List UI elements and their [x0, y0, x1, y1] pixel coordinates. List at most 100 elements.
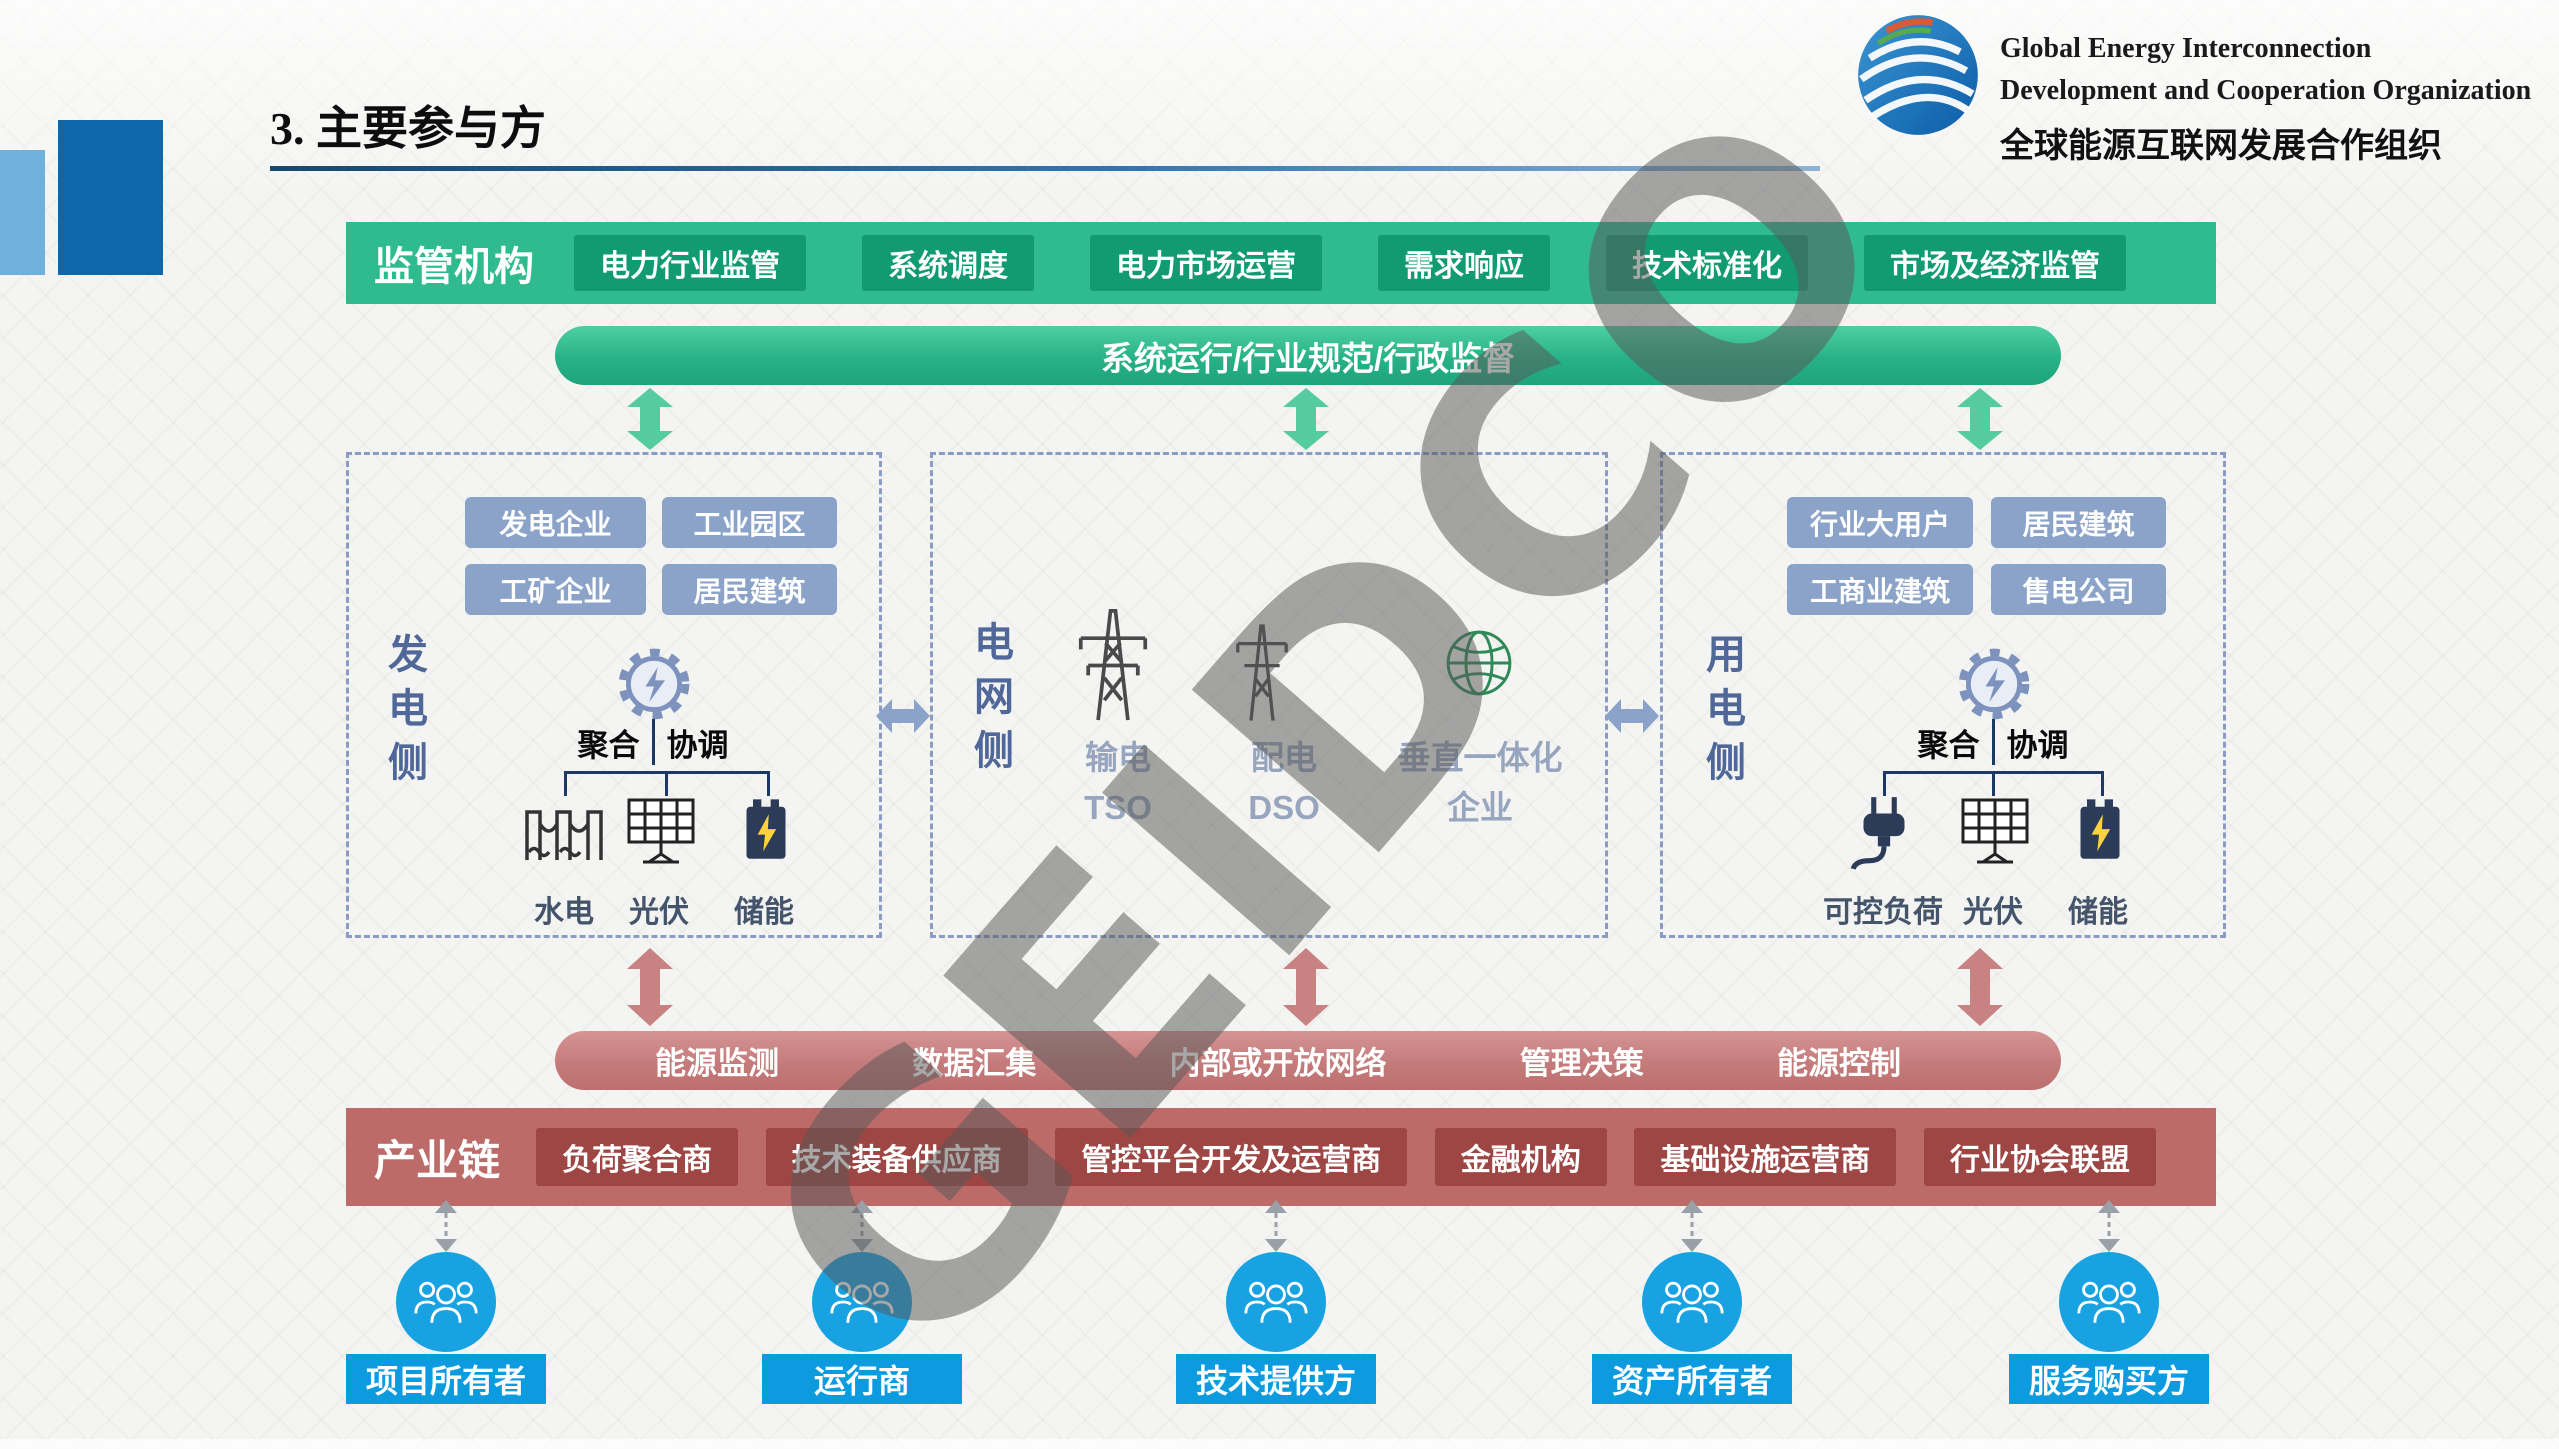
entity-box: 发电企业	[465, 497, 646, 548]
stakeholder-label: 技术提供方	[1176, 1354, 1376, 1404]
double-arrow-vertical-icon	[1957, 388, 2003, 450]
aggregate-label: 聚合	[1917, 727, 1980, 763]
utility-globe-icon	[1446, 630, 1512, 696]
industry-chain-bar: 产业链 负荷聚合商 技术装备供应商 管控平台开发及运营商 金融机构 基础设施运营…	[346, 1108, 2216, 1206]
grid-operator-name: 配电	[1251, 739, 1317, 776]
industry-member-button: 负荷聚合商	[536, 1128, 739, 1186]
regulatory-function-button: 电力市场运营	[1090, 235, 1322, 291]
double-arrow-vertical-icon	[1957, 948, 2003, 1026]
stakeholder-circle	[1642, 1252, 1742, 1352]
consumption-side-box: 用电侧 行业大用户 居民建筑 工商业建筑 售电公司 聚合 协调 可控负荷 光伏 …	[1660, 452, 2226, 938]
aggregate-coordinate-label: 聚合 协调	[1883, 719, 2103, 765]
double-arrow-vertical-icon	[627, 388, 673, 450]
aggregate-label: 聚合	[577, 727, 640, 763]
grid-operator-abbr: 企业	[1447, 789, 1513, 826]
data-banner-pill: 能源监测 数据汇集 内部或开放网络 管理决策 能源控制	[555, 1031, 2061, 1090]
double-arrow-vertical-icon	[1283, 388, 1329, 450]
entity-box: 售电公司	[1991, 564, 2166, 615]
regulatory-function-button: 技术标准化	[1606, 235, 1808, 291]
regulatory-function-button: 市场及经济监管	[1864, 235, 2126, 291]
double-arrow-vertical-icon	[1283, 948, 1329, 1026]
double-arrow-horizontal-icon	[1605, 699, 1659, 733]
regulatory-bar-label: 监管机构	[374, 245, 534, 289]
aggregate-coordinate-label: 聚合 协调	[543, 719, 763, 765]
data-banner-item: 能源监测	[655, 1046, 779, 1081]
resource-label: 水电	[534, 896, 594, 929]
hydro-icon	[525, 810, 603, 860]
people-icon	[830, 1281, 894, 1323]
resource-label: 光伏	[1963, 896, 2023, 929]
data-banner-item: 内部或开放网络	[1169, 1046, 1387, 1081]
regulatory-function-list: 电力行业监管 系统调度 电力市场运营 需求响应 技术标准化 市场及经济监管	[574, 235, 2126, 291]
entity-box: 行业大用户	[1787, 497, 1973, 548]
battery-icon	[2080, 799, 2120, 859]
stakeholder-circle	[812, 1252, 912, 1352]
entity-box: 工业园区	[662, 497, 837, 548]
entity-box: 居民建筑	[662, 564, 837, 615]
connector-bracket	[564, 771, 770, 796]
decorative-bar-light	[0, 150, 45, 275]
stakeholder-circle	[1226, 1252, 1326, 1352]
entity-box: 居民建筑	[1991, 497, 2166, 548]
people-icon	[2077, 1281, 2141, 1323]
dashed-double-arrow-icon	[2098, 1200, 2120, 1252]
transmission-tower-icon	[1078, 609, 1148, 721]
coordinate-label: 协调	[666, 727, 729, 763]
regulatory-function-button: 系统调度	[862, 235, 1034, 291]
grid-operator-name: 垂直一体化	[1397, 739, 1563, 776]
industry-member-button: 行业协会联盟	[1923, 1128, 2156, 1186]
gear-icon	[1958, 648, 2030, 720]
grid-side-box: 电网侧 输电 TSO 配电 DSO 垂直一体化 企业	[930, 452, 1608, 938]
resource-label: 光伏	[629, 896, 689, 929]
grid-operator: 输电 TSO	[1038, 733, 1198, 833]
stakeholder-label: 服务购买方	[2009, 1354, 2209, 1404]
battery-icon	[746, 799, 786, 859]
generation-side-box: 发电侧 发电企业 工业园区 工矿企业 居民建筑 聚合 协调 水电 光伏 储能	[346, 452, 882, 938]
industry-member-button: 金融机构	[1434, 1128, 1607, 1186]
gear-icon	[618, 648, 690, 720]
industry-chain-label: 产业链	[374, 1136, 501, 1184]
regulatory-function-button: 电力行业监管	[574, 235, 806, 291]
stakeholder-label: 项目所有者	[346, 1354, 546, 1404]
data-banner-item: 管理决策	[1519, 1046, 1644, 1081]
industry-member-button: 技术装备供应商	[765, 1128, 1028, 1186]
regulatory-function-button: 需求响应	[1378, 235, 1550, 291]
title-underline	[270, 166, 1820, 171]
industry-member-button: 管控平台开发及运营商	[1055, 1128, 1408, 1186]
coordinate-label: 协调	[2006, 727, 2069, 763]
consumption-side-label: 用电侧	[1700, 633, 1744, 795]
page-title: 3. 主要参与方	[270, 103, 546, 154]
regulatory-bar: 监管机构 电力行业监管 系统调度 电力市场运营 需求响应 技术标准化 市场及经济…	[346, 222, 2216, 304]
resource-label: 可控负荷	[1823, 896, 1943, 929]
people-icon	[414, 1281, 478, 1323]
double-arrow-vertical-icon	[627, 948, 673, 1026]
stakeholder-circle	[2059, 1252, 2159, 1352]
stakeholder-circle	[396, 1252, 496, 1352]
org-name-en-line1: Global Energy Interconnection	[2000, 33, 2372, 64]
divider	[651, 719, 655, 765]
generation-side-label: 发电侧	[382, 633, 426, 795]
entity-box: 工矿企业	[465, 564, 646, 615]
logo-globe-icon	[1858, 15, 1978, 135]
solar-panel-icon	[1961, 798, 2029, 864]
dashed-double-arrow-icon	[851, 1200, 873, 1252]
grid-operator-abbr: DSO	[1248, 789, 1320, 826]
dashed-double-arrow-icon	[435, 1200, 457, 1252]
distribution-tower-icon	[1236, 624, 1288, 721]
data-banner-item: 能源控制	[1777, 1046, 1901, 1081]
org-name-en-line2: Development and Cooperation Organization	[2000, 75, 2532, 106]
dashed-double-arrow-icon	[1681, 1200, 1703, 1252]
stakeholder-label: 资产所有者	[1592, 1354, 1792, 1404]
dashed-double-arrow-icon	[1265, 1200, 1287, 1252]
regulatory-banner-pill: 系统运行/行业规范/行政监督	[555, 326, 2061, 385]
industry-chain-list: 负荷聚合商 技术装备供应商 管控平台开发及运营商 金融机构 基础设施运营商 行业…	[536, 1128, 2156, 1186]
grid-operator-abbr: TSO	[1084, 789, 1152, 826]
stakeholder-label: 运行商	[762, 1354, 962, 1404]
grid-side-label: 电网侧	[968, 621, 1012, 783]
grid-operator-name: 输电	[1085, 739, 1151, 776]
plug-icon	[1850, 797, 1905, 870]
decorative-bar-dark	[58, 120, 163, 275]
industry-member-button: 基础设施运营商	[1634, 1128, 1897, 1186]
connector-bracket	[1883, 771, 2104, 796]
double-arrow-horizontal-icon	[876, 699, 930, 733]
